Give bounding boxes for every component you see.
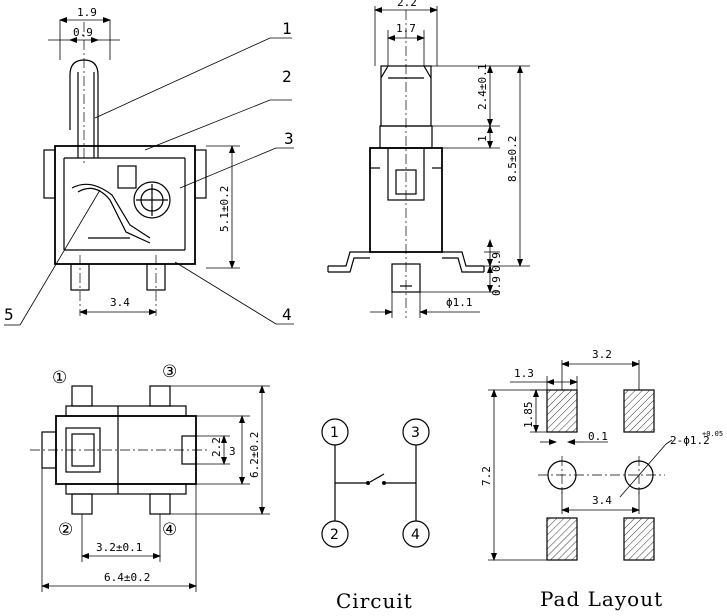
dim-total-height: 8.5±0.2: [506, 136, 519, 182]
dim-inner-h: 2.2: [210, 437, 223, 457]
callout-3: 3: [284, 129, 294, 148]
callout-5: 5: [4, 305, 14, 324]
callout-1: 1: [282, 19, 292, 38]
dim-actuator: 2.4±0.1: [476, 64, 489, 110]
dim-step: 1: [476, 135, 489, 142]
pin-label-4: ④: [162, 520, 177, 540]
pin-label-2: ②: [58, 520, 73, 540]
bottom-view: ① ② ③ ④ 2.2 3 6.2±0.2 3.2±0.1 6.4±0.2: [30, 362, 270, 592]
dim-mid-h: 3: [229, 445, 236, 458]
dim-diameter: ϕ1.1: [446, 296, 473, 309]
dim-height: 5.1±0.2: [218, 186, 231, 232]
circuit-caption: Circuit: [336, 589, 413, 613]
callout-2: 2: [282, 67, 292, 86]
pad-layout-caption: Pad Layout: [540, 587, 663, 611]
pad-dim-height: 1.85: [522, 402, 535, 429]
pad-bottom-left: [546, 517, 578, 561]
switch-contact: [366, 481, 370, 485]
circuit-pin-3-label: 3: [411, 425, 420, 441]
circuit-pin-4-label: 4: [411, 527, 420, 543]
pad-top-right: [623, 389, 655, 433]
dim-lead-a: 0.9: [490, 252, 503, 272]
pad-top-left: [546, 389, 578, 433]
dim-outer-h: 6.2±0.2: [248, 432, 261, 478]
pad-dim-hole: 2-ϕ1.2: [670, 434, 710, 447]
pad-layout: 3.2 1.3 1.85 0.1 2-ϕ1.2 +0.05 3.4 7.2 Pa…: [480, 348, 723, 611]
dim-top-outer: 1.9: [77, 6, 97, 19]
pad-dim-total-height: 7.2: [480, 466, 493, 486]
side-view: 1.9 0.9 5.1±0.2 3.4 1 2 3 4 5: [4, 6, 294, 326]
pad-dim-hole-spacing: 3.4: [592, 494, 612, 507]
dim-front-top-inner: 1.7: [396, 22, 416, 35]
dim-front-top-outer: 2.2: [397, 0, 417, 9]
circuit-pin-1-label: 1: [330, 425, 339, 441]
switch-lever: [369, 473, 385, 483]
pad-dim-spacing: 3.2: [592, 348, 612, 361]
pin-label-1: ①: [52, 368, 67, 388]
pin-label-3: ③: [162, 362, 177, 382]
dim-lead-b: 0.9: [490, 276, 503, 296]
dim-total-w: 6.4±0.2: [104, 571, 150, 584]
pad-dim-hole-tol: +0.05: [702, 430, 723, 438]
circuit-diagram: 1 2 3 4 Circuit: [321, 418, 430, 613]
front-view: 2.2 1.7 2.4±0.1 1 8.5±0.2 0.9 0.9 ϕ1.1: [327, 0, 530, 318]
dim-leg-spacing: 3.4: [110, 296, 130, 309]
pad-bottom-right: [623, 517, 655, 561]
callout-4: 4: [282, 305, 292, 324]
pad-dim-width: 1.3: [514, 367, 534, 380]
circuit-pin-2-label: 2: [330, 527, 339, 543]
dim-pin-spacing: 3.2±0.1: [96, 541, 142, 554]
pad-dim-gap: 0.1: [588, 430, 608, 443]
dim-top-inner: 0.9: [73, 26, 93, 39]
